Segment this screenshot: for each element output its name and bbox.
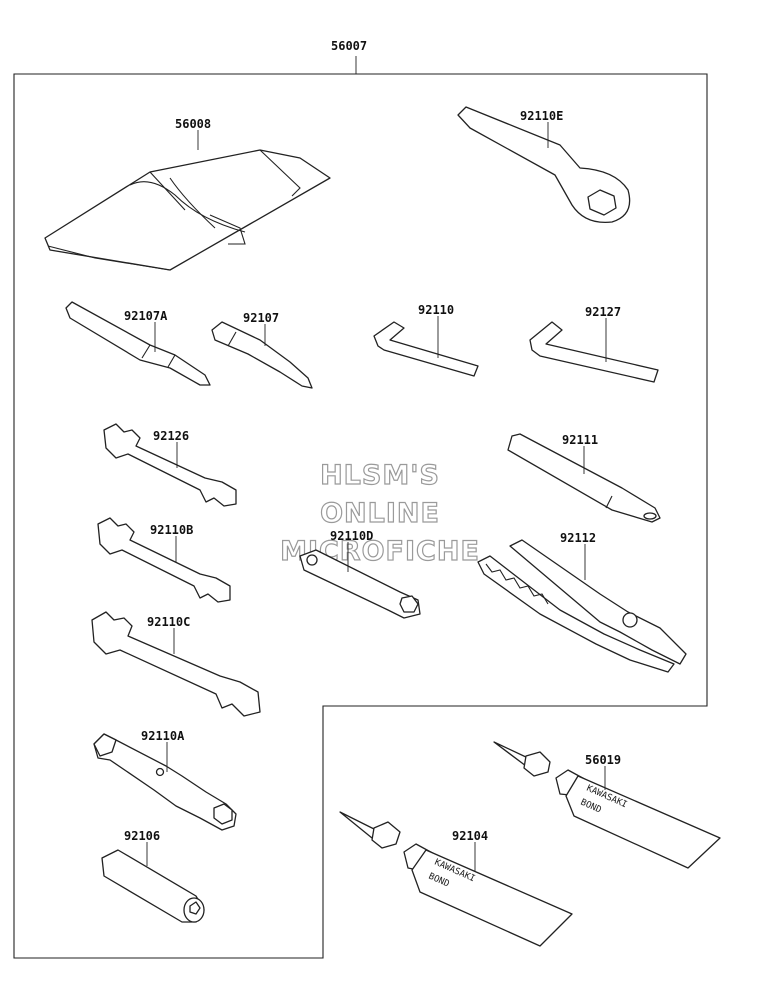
- part-label-56008: 56008: [175, 117, 211, 131]
- watermark-line-2: ONLINE: [320, 498, 440, 529]
- assembly-frame: [13, 73, 708, 959]
- ring-wrench-92110E[interactable]: [457, 106, 631, 224]
- part-label-92110C: 92110C: [147, 615, 190, 629]
- bond-tube-56019[interactable]: KAWASAKI BOND: [493, 741, 721, 869]
- screwdriver-bit-92107[interactable]: [211, 321, 313, 389]
- bond-tube-92104[interactable]: KAWASAKI BOND: [339, 811, 573, 947]
- part-label-92110: 92110: [418, 303, 454, 317]
- watermark-line-1: HLSM'S: [320, 460, 440, 491]
- assembly-label: 56007: [331, 39, 367, 53]
- box-wrench-92110A[interactable]: [93, 733, 237, 831]
- socket-tool-92106[interactable]: [101, 849, 205, 923]
- wrench-large-92110C[interactable]: [91, 611, 261, 717]
- part-label-92107A: 92107A: [124, 309, 168, 323]
- part-label-92110D: 92110D: [330, 529, 373, 543]
- watermark: HLSM'S ONLINE MICROFICHE: [279, 459, 479, 567]
- part-label-92107: 92107: [243, 311, 279, 325]
- part-label-92111: 92111: [562, 433, 598, 447]
- part-label-92110E: 92110E: [520, 109, 563, 123]
- hex-key-large-92127[interactable]: [529, 321, 659, 383]
- part-label-92104: 92104: [452, 829, 488, 843]
- handle-bar-92111[interactable]: [507, 433, 661, 523]
- part-label-56019: 56019: [585, 753, 621, 767]
- wrench-small-92126[interactable]: [103, 423, 237, 507]
- hex-key-small-92110[interactable]: [373, 321, 479, 377]
- part-label-92110A: 92110A: [141, 729, 185, 743]
- part-label-92110B: 92110B: [150, 523, 193, 537]
- pliers-92112[interactable]: [477, 539, 687, 673]
- part-label-92112: 92112: [560, 531, 596, 545]
- box-wrench-92110D[interactable]: [299, 549, 421, 619]
- part-label-92126: 92126: [153, 429, 189, 443]
- wrench-medium-92110B[interactable]: [97, 517, 231, 603]
- part-label-92127: 92127: [585, 305, 621, 319]
- tool-bag-56008[interactable]: [44, 149, 331, 271]
- part-label-92106: 92106: [124, 829, 160, 843]
- double-screwdriver-92107A[interactable]: [65, 301, 211, 386]
